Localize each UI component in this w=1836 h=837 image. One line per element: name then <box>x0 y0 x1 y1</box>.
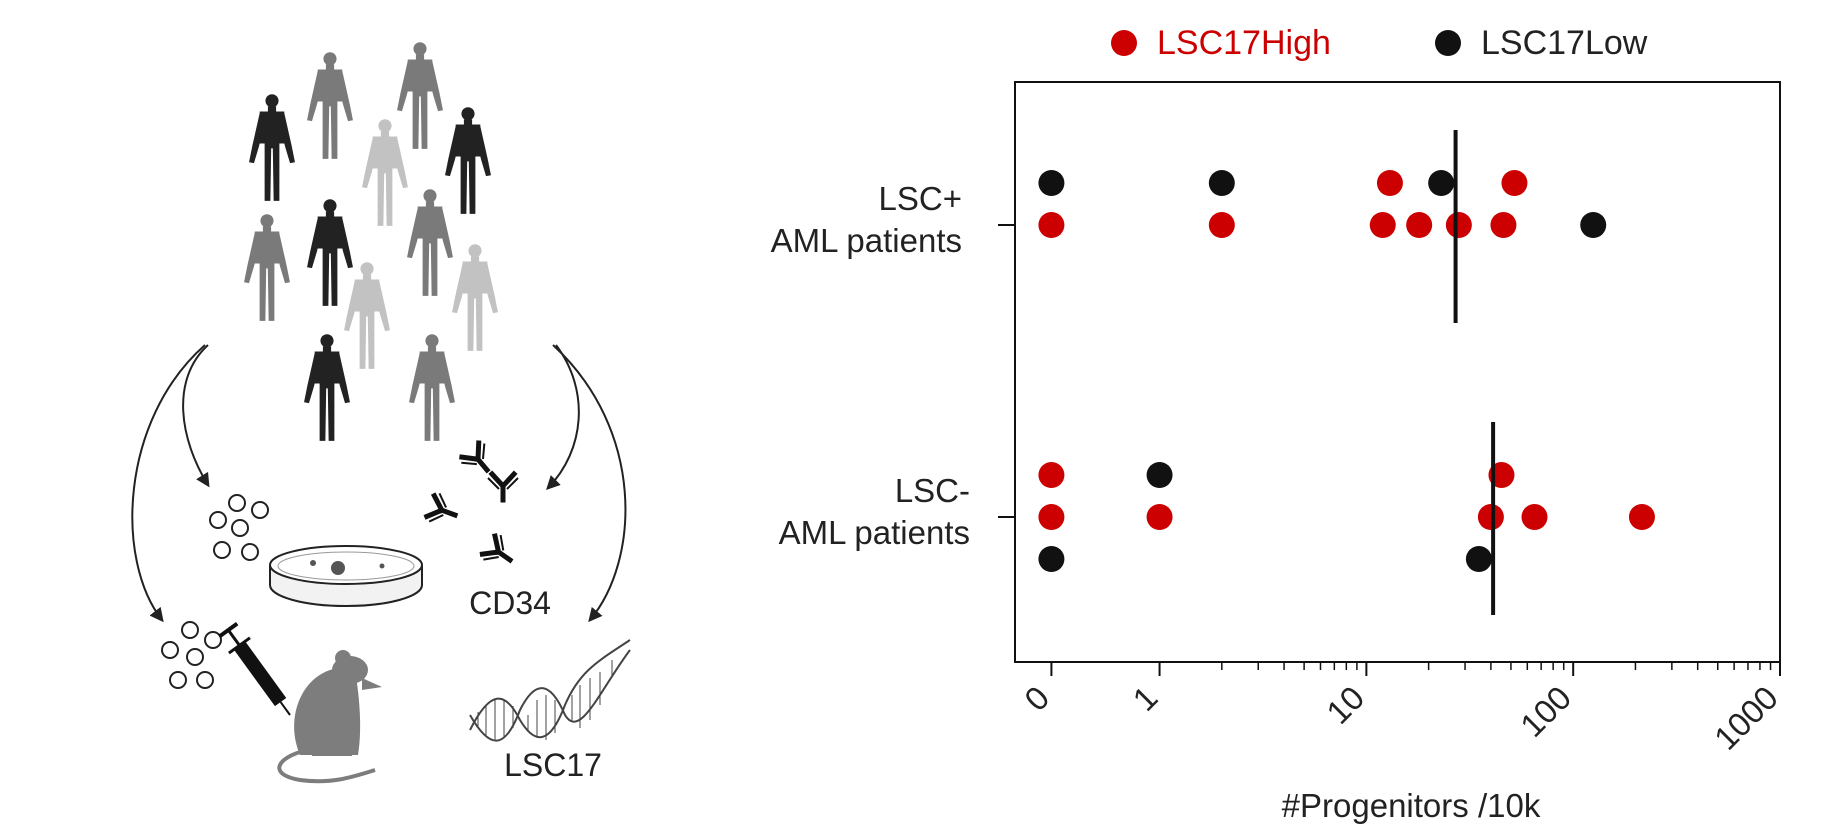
data-point <box>1428 170 1455 196</box>
cell-icon <box>161 641 179 659</box>
data-point <box>1038 170 1065 196</box>
arrow-icon <box>546 344 580 491</box>
legend-marker-low <box>1435 30 1461 56</box>
legend-label-low: LSC17Low <box>1481 24 1648 62</box>
legend-marker-high <box>1111 30 1137 56</box>
data-point <box>1208 170 1235 196</box>
cell-icon <box>251 501 269 519</box>
category-label-line: AML patients <box>771 222 962 259</box>
patient-silhouette-icon <box>407 189 453 296</box>
cell-icon <box>231 519 249 537</box>
antibody-icon <box>480 533 519 572</box>
data-point <box>1038 546 1065 572</box>
data-point <box>1369 212 1396 238</box>
progenitor-scatter-chart: LSC17High LSC17Low LSC+ AML patients LSC-… <box>771 24 1785 824</box>
data-point <box>1501 170 1528 196</box>
data-point <box>1208 212 1235 238</box>
patient-silhouette-icon <box>304 334 350 441</box>
patient-silhouette-icon <box>409 334 455 441</box>
cell-icon <box>204 631 222 649</box>
patient-cohort <box>244 42 498 441</box>
data-point <box>1038 504 1065 530</box>
patient-silhouette-icon <box>452 244 498 351</box>
antibody-icon <box>425 492 460 529</box>
category-label-lsc-positive: LSC+ AML patients <box>771 180 962 259</box>
patient-silhouette-icon <box>397 42 443 149</box>
data-point <box>1445 212 1472 238</box>
data-point <box>1406 212 1433 238</box>
category-label-line: AML patients <box>779 514 970 551</box>
data-point <box>1521 504 1548 530</box>
data-point <box>1628 504 1655 530</box>
patient-silhouette-icon <box>445 107 491 214</box>
legend-label-high: LSC17High <box>1157 24 1331 62</box>
x-tick-label: 10 <box>1319 679 1371 731</box>
x-axis-tick-labels: 0 1 10 100 1000 <box>1017 679 1785 757</box>
x-tick-label: 1 <box>1125 679 1164 718</box>
category-label-line: LSC+ <box>879 180 962 217</box>
data-point <box>1038 212 1065 238</box>
data-point <box>1376 170 1403 196</box>
x-axis-ticks <box>1050 662 1781 676</box>
plot-frame <box>1014 81 1781 663</box>
antibody-icon <box>488 474 518 500</box>
x-tick-label: 100 <box>1513 679 1578 744</box>
data-point <box>1477 504 1504 530</box>
data-point <box>1146 504 1173 530</box>
legend: LSC17High LSC17Low <box>1111 24 1648 62</box>
experiment-schematic: CD34 <box>131 42 631 784</box>
cell-icon <box>213 541 231 559</box>
patient-silhouette-icon <box>307 199 353 306</box>
category-label-line: LSC- <box>895 472 970 509</box>
data-point <box>1490 212 1517 238</box>
mouse-icon <box>277 650 382 784</box>
x-axis-label: #Progenitors /10k <box>1282 787 1541 824</box>
patient-silhouette-icon <box>344 262 390 369</box>
patient-silhouette-icon <box>362 119 408 226</box>
patient-silhouette-icon <box>244 214 290 321</box>
data-point <box>1465 546 1492 572</box>
colony-assay-dish-icon <box>269 545 423 607</box>
cell-icon <box>241 543 259 561</box>
category-labels: LSC+ AML patients LSC- AML patients <box>771 180 1015 551</box>
x-tick-label: 1000 <box>1707 679 1785 757</box>
cell-icon <box>186 648 204 666</box>
cell-icon <box>209 511 227 529</box>
arrow-icon <box>182 344 210 488</box>
category-label-lsc-negative: LSC- AML patients <box>779 472 970 551</box>
syringe-icon <box>218 621 291 716</box>
x-tick-label: 0 <box>1017 679 1056 718</box>
patient-silhouette-icon <box>307 52 353 159</box>
arrow-icon <box>131 344 206 623</box>
data-point <box>1146 462 1173 488</box>
patient-silhouette-icon <box>249 94 295 201</box>
lsc17-label: LSC17 <box>504 747 602 783</box>
arrow-icon <box>552 344 627 623</box>
data-point <box>1038 462 1065 488</box>
data-point <box>1580 212 1607 238</box>
cd34-label: CD34 <box>469 585 551 621</box>
data-points <box>1038 170 1655 572</box>
cell-icon <box>181 621 199 639</box>
cell-icon <box>196 671 214 689</box>
cell-icon <box>228 494 246 512</box>
median-lines <box>1453 130 1496 615</box>
dna-helix-icon <box>469 639 631 742</box>
cell-icon <box>169 671 187 689</box>
